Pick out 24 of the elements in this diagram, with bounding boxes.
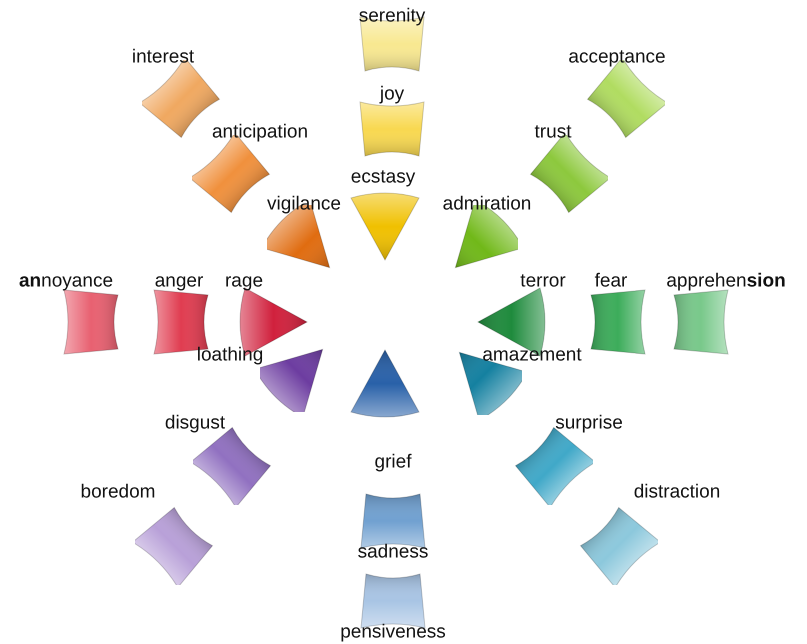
- emotion-label: sadness: [358, 542, 428, 562]
- emotion-label: amazement: [482, 346, 582, 364]
- emotion-label: ecstasy: [350, 168, 416, 186]
- emotion-label: anger: [154, 272, 204, 290]
- emotion-label: anticipation: [212, 122, 308, 142]
- emotion-label: trust: [534, 122, 572, 142]
- emotion-label: rage: [224, 272, 264, 290]
- emotion-label: vigilance: [267, 194, 341, 214]
- emotion-label: boredom: [80, 482, 156, 502]
- emotion-label: acceptance: [568, 48, 666, 66]
- emotion-label: apprehension: [666, 272, 786, 290]
- emotion-label: terror: [520, 272, 566, 290]
- emotion-label: grief: [374, 452, 412, 472]
- emotion-label: serenity: [358, 6, 426, 26]
- emotion-label: pensiveness: [340, 622, 446, 642]
- emotion-label: fear: [594, 272, 628, 290]
- emotion-label: surprise: [555, 414, 623, 432]
- emotion-label: distraction: [634, 482, 720, 502]
- emotion-label: joy: [380, 84, 404, 104]
- emotion-label: disgust: [164, 414, 226, 432]
- emotion-label: loathing: [196, 346, 264, 364]
- emotion-label: annoyance: [18, 272, 114, 290]
- emotion-label: admiration: [442, 194, 532, 214]
- emotion-label: interest: [132, 48, 194, 66]
